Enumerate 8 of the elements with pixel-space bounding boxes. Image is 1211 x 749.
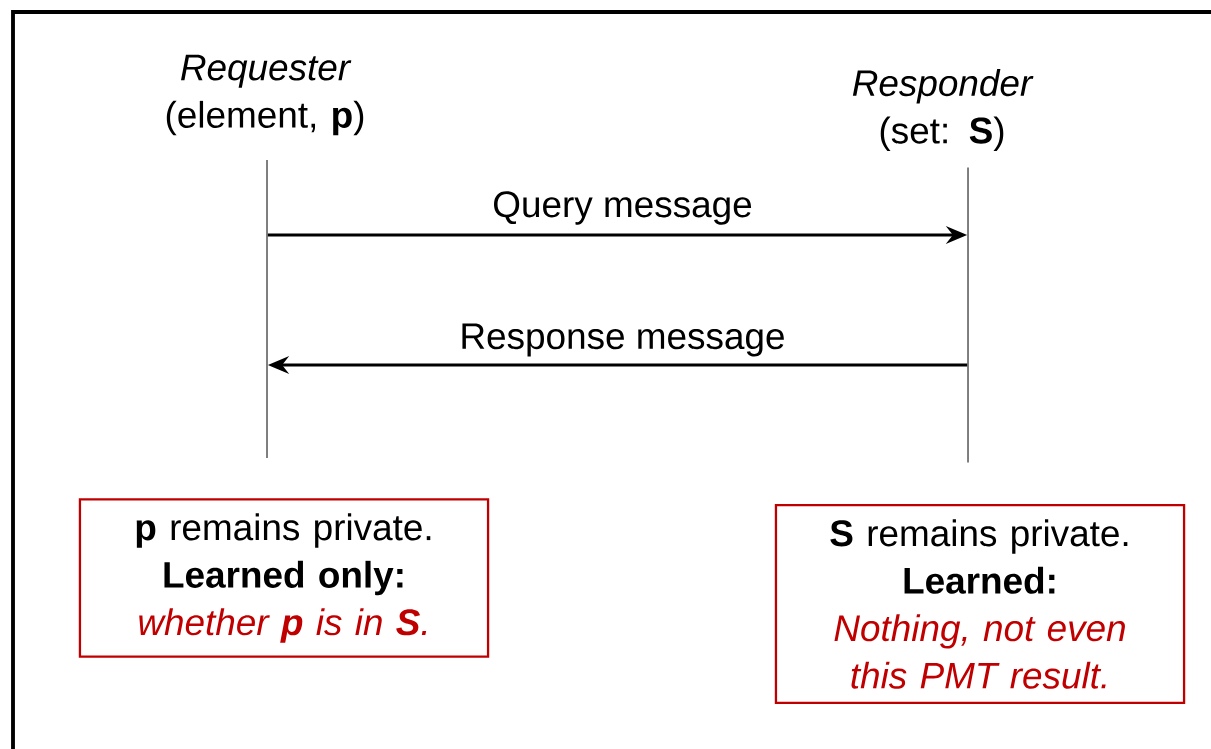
edge-label: Query message (490, 189, 755, 227)
participant-label: Requester (element, p) (166, 54, 364, 136)
lifeline (266, 160, 268, 458)
participant-label: Responder (set: S) (852, 69, 1034, 151)
lifeline (967, 167, 969, 463)
edge-label: Response message (457, 321, 788, 359)
note-box: S remains private. Learned: Nothing, not even this PMT result. (774, 504, 1186, 704)
note-box: p remains private. Learned only: whether p is in S. (78, 498, 490, 658)
